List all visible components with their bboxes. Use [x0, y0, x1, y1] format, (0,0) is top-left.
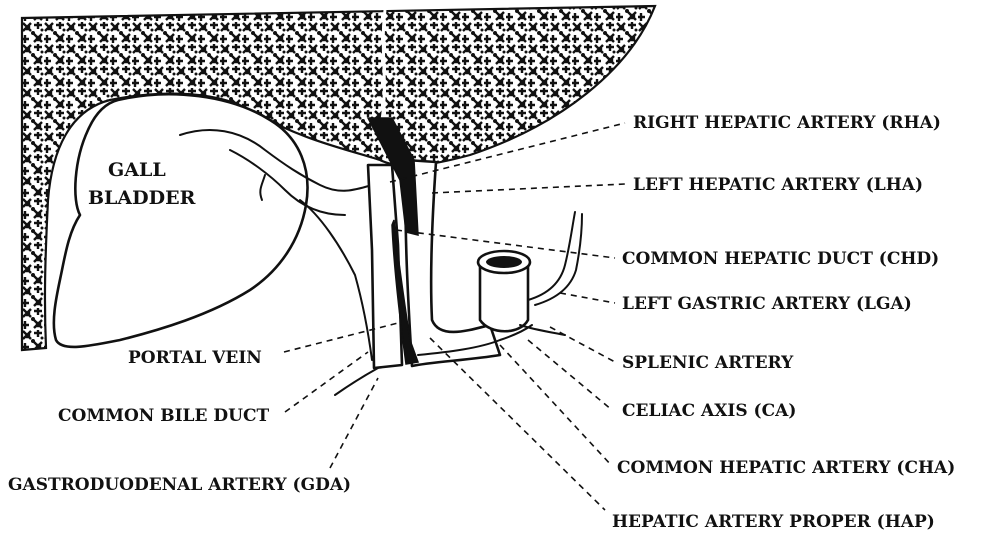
gall-label-line1: GALL — [108, 159, 166, 181]
lga-label: LEFT GASTRIC ARTERY (LGA) — [622, 294, 912, 314]
cbd-label: COMMON BILE DUCT — [58, 406, 269, 426]
cystic-duct — [300, 200, 372, 360]
splenic-artery — [520, 325, 565, 335]
rha-label: RIGHT HEPATIC ARTERY (RHA) — [633, 113, 941, 133]
gda-leader — [330, 378, 378, 468]
gall-label-line2: BLADDER — [88, 187, 196, 209]
ca-label: CELIAC AXIS (CA) — [622, 401, 796, 421]
lha-label: LEFT HEPATIC ARTERY (LHA) — [633, 175, 923, 195]
left-gastric-artery-2 — [535, 214, 582, 305]
hap-label: HEPATIC ARTERY PROPER (HAP) — [612, 512, 935, 532]
lga-leader — [560, 293, 615, 303]
portal-vein-label: PORTAL VEIN — [128, 348, 262, 368]
liver-fissure — [382, 10, 385, 120]
lha-leader — [432, 184, 625, 193]
gall-bladder — [54, 94, 308, 347]
cha-label: COMMON HEPATIC ARTERY (CHA) — [617, 458, 955, 478]
splenic-leader — [550, 327, 615, 362]
gda-label: GASTRODUODENAL ARTERY (GDA) — [8, 475, 351, 495]
celiac-axis-lumen-inner — [486, 256, 522, 268]
chd-label: COMMON HEPATIC DUCT (CHD) — [622, 249, 939, 269]
ca-leader — [528, 340, 612, 410]
splenic-label: SPLENIC ARTERY — [622, 353, 794, 373]
